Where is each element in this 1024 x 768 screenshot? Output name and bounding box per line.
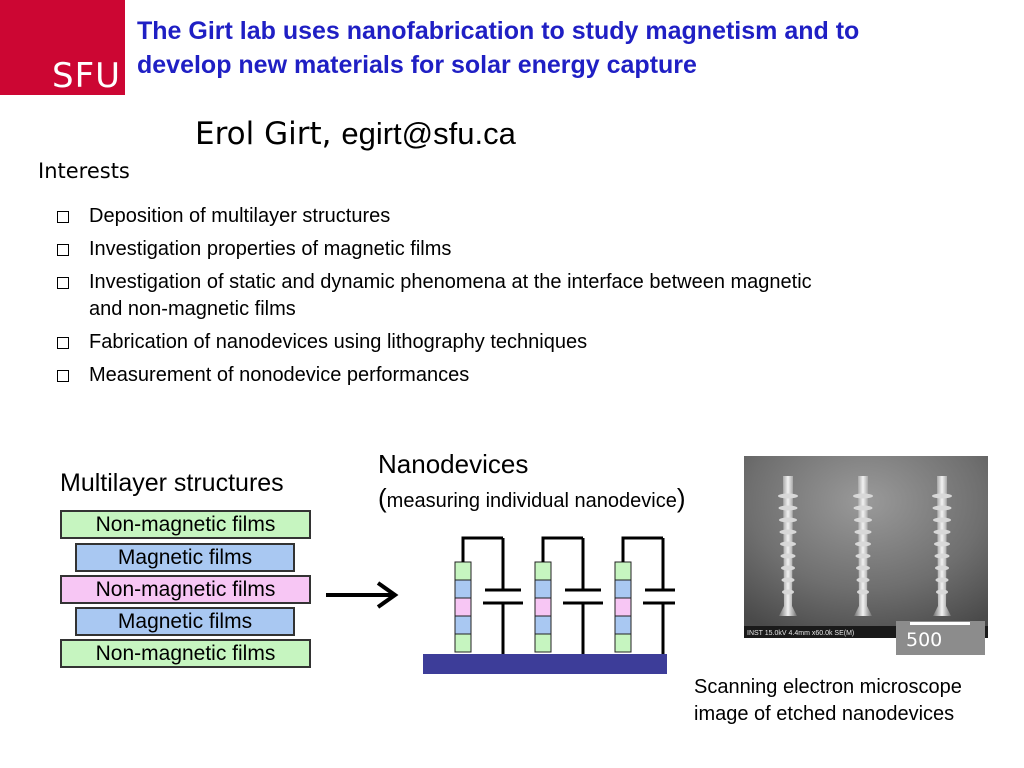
sem-info-bar: INST 15.0kV 4.4mm x60.0k SE(M) [747,630,854,637]
pillar-layer [534,579,552,599]
sem-pillar-ridge [933,529,951,535]
title-line-2: develop new materials for solar energy c… [137,51,697,79]
sem-pillar-ridge [854,529,872,535]
square-bullet-icon [57,211,69,223]
pillar-layer [534,561,552,581]
interests-list: Deposition of multilayer structures Inve… [55,203,835,395]
top-wire [541,536,583,562]
pillar-layer [534,597,552,617]
sem-pillar-ridge [780,553,796,559]
sem-image: INST 15.0kV 4.4mm x60.0k SE(M) [744,456,988,638]
author-line: Erol Girt, egirt@sfu.ca [195,116,516,152]
interests-heading: Interests [38,159,130,183]
square-bullet-icon [57,370,69,382]
pillar-layer [614,597,632,617]
top-wire [461,536,503,562]
right-arrow-icon [326,581,399,609]
sfu-logo-text: SFU [52,56,122,96]
sem-pillar-ridge [934,553,950,559]
sem-pillar-ridge [933,517,951,523]
layer-non-magnetic: Non-magnetic films [60,575,311,604]
sem-pillar-ridge [778,493,798,499]
sem-pillar-ridge [853,505,873,511]
sem-pillar-ridge [782,589,794,595]
list-item: Fabrication of nanodevices using lithogr… [55,329,835,356]
pillar-layer [534,615,552,635]
title-line-1: The Girt lab uses nanofabrication to stu… [137,17,860,45]
sem-pillar-ridge [934,541,950,547]
pillar-layer [454,579,472,599]
multilayer-title: Multilayer structures [60,469,284,497]
author-email[interactable]: egirt@sfu.ca [341,116,516,151]
caption-line-1: Scanning electron microscope [694,676,962,698]
pillar-layer [534,633,552,653]
sem-pillar-ridge [857,589,869,595]
sem-pillar-ridge [855,553,871,559]
pillar-layer [614,615,632,635]
nanodevices-title: Nanodevices [378,449,529,479]
page-title: The Girt lab uses nanofabrication to stu… [137,14,1017,82]
layer-non-magnetic: Non-magnetic films [60,510,311,539]
pillar-layer [454,633,472,653]
nanodevices-subtitle: (measuring individual nanodevice) [378,483,686,513]
substrate [423,654,667,674]
top-wire [621,536,663,562]
scale-label: 500 [906,629,943,651]
pillar-layer [614,579,632,599]
square-bullet-icon [57,277,69,289]
pillar-layer [454,615,472,635]
square-bullet-icon [57,337,69,349]
sem-pillar-ridge [779,529,797,535]
sem-pillar-ridge [781,577,795,583]
sem-pillar-ridge [932,505,952,511]
sem-pillar-ridge [781,565,795,571]
author-name: Erol Girt, [195,116,332,152]
sem-pillar-ridge [935,565,949,571]
pillar-layer [614,633,632,653]
layer-non-magnetic: Non-magnetic films [60,639,311,668]
sem-pillar-ridge [778,505,798,511]
sem-caption: Scanning electron microscope image of et… [694,674,962,728]
list-item: Investigation of static and dynamic phen… [55,269,835,323]
layer-magnetic: Magnetic films [75,607,295,636]
sem-pillar-ridge [855,541,871,547]
list-item: Deposition of multilayer structures [55,203,835,230]
sem-pillar-ridge [932,493,952,499]
pillar-layer [454,561,472,581]
sem-pillar-ridge [779,517,797,523]
list-item: Investigation properties of magnetic fil… [55,236,835,263]
sem-pillar-ridge [856,577,870,583]
caption-line-2: image of etched nanodevices [694,703,955,725]
sem-pillar-ridge [854,517,872,523]
sem-pillar-ridge [856,565,870,571]
sem-pillar-ridge [935,577,949,583]
pillar-layer [614,561,632,581]
sfu-logo: SFU [0,0,125,96]
layer-magnetic: Magnetic films [75,543,295,572]
square-bullet-icon [57,244,69,256]
sem-pillar-ridge [936,589,948,595]
list-item: Measurement of nonodevice performances [55,362,835,389]
nanodevice-diagram [423,536,675,674]
sem-pillar-ridge [780,541,796,547]
sem-pillar-ridge [853,493,873,499]
pillar-layer [454,597,472,617]
scale-bar [910,622,970,625]
scale-bar-badge: 500 [896,621,985,655]
